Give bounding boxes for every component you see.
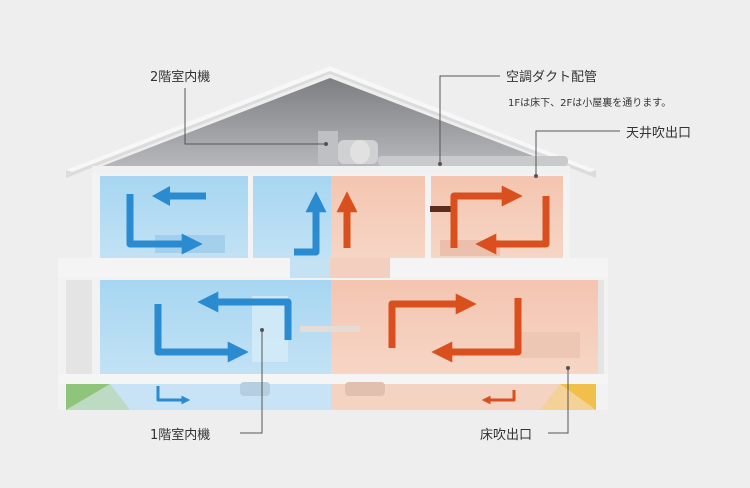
cool-arrow-2f-hall [294,191,327,256]
attic-slab [92,166,570,174]
label-unit-1f: 1階室内機 [150,428,211,443]
leader-dots [260,142,570,370]
cool-arrow-1f-top [197,291,292,340]
dot-unit-2f [324,142,328,146]
dot-ceiling-outlet [534,174,538,178]
warm-arrow-1f-top [388,293,477,348]
label-duct-note: 1Fは床下、2Fは小屋裏を通ります。 [508,98,672,109]
leader-ceiling-outlet [535,130,620,176]
label-unit-2f: 2階室内機 [150,70,211,85]
leader-floor-outlet [548,368,569,434]
leader-duct [439,75,500,164]
ducts [240,131,568,396]
warm-arrow-2f-right-top [450,185,523,248]
label-duct: 空調ダクト配管 [506,70,598,85]
dot-duct [438,162,442,166]
first-floor-slab [58,374,608,384]
underfloor-space [66,384,596,410]
leader-unit-1f [240,330,263,434]
warm-arrow-underfloor [481,390,516,405]
label-ceiling-outlet: 天井吹出口 [626,126,692,141]
warm-arrow-2f-right-bottom [475,196,550,255]
cool-arrow-underfloor [156,386,191,405]
leader-unit-2f [184,88,326,145]
dot-floor-outlet [566,366,570,370]
label-floor-outlet: 床吹出口 [480,428,533,443]
cool-arrowhead-2f-top [152,186,170,206]
cool-arrow-2f-left [126,192,206,244]
dot-unit-1f [260,328,264,332]
roof [66,66,596,178]
warm-arrow-1f-bottom [431,298,522,363]
cool-arrow-1f-bottom [154,304,249,363]
leader-lines [184,75,620,434]
first-floor-rooms [100,280,598,376]
